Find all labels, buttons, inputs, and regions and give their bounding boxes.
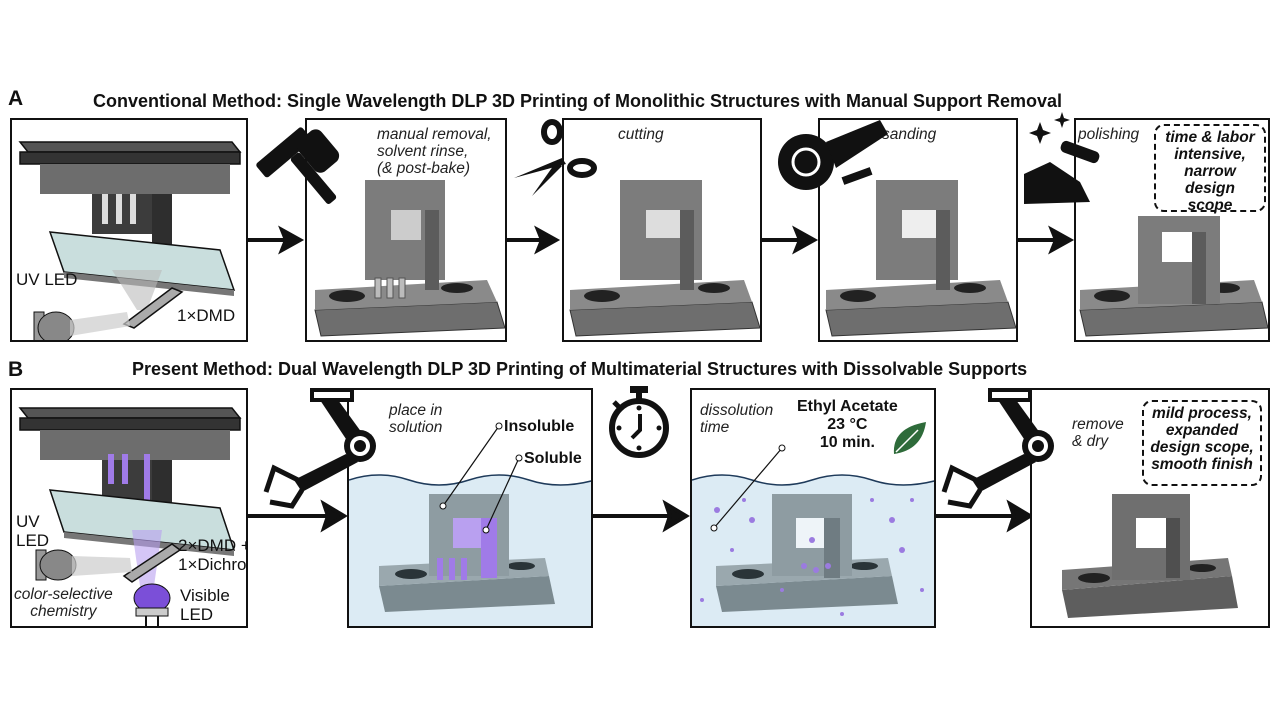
- panel-b-title: Present Method: Dual Wavelength DLP 3D P…: [132, 359, 1028, 379]
- caption-line: solution: [389, 419, 443, 436]
- duration-label: 10 min.: [819, 434, 875, 451]
- summary-line: time & labor: [1165, 129, 1255, 146]
- part-final: [1062, 494, 1238, 618]
- part-polished: [1079, 216, 1268, 337]
- optics-label: 2×DMD + 1×Dichroic: [178, 536, 248, 574]
- dissolved-particles: [700, 498, 924, 616]
- label-line: LED: [16, 531, 50, 550]
- printer-box-single-wavelength: UV LED 1×DMD: [10, 118, 248, 342]
- uv-led-label: UV LED: [16, 270, 78, 289]
- sander-icon: [778, 120, 888, 190]
- summary-note-conventional: time & labor intensive, narrow design sc…: [1154, 124, 1266, 214]
- label-line: Visible: [180, 586, 230, 605]
- summary-line: design scope,: [1150, 439, 1254, 456]
- summary-line: narrow: [1184, 163, 1236, 180]
- caption-line: solvent rinse,: [377, 143, 469, 160]
- caption-line: (& post-bake): [377, 160, 471, 177]
- shoe-brush-icon: [1024, 112, 1100, 204]
- temperature-label: 23 °C: [827, 416, 868, 433]
- dmd-label: 1×DMD: [177, 306, 236, 325]
- label-line: chemistry: [30, 603, 97, 620]
- step-box-cutting: cutting: [562, 118, 762, 342]
- stopwatch-icon: [609, 386, 669, 458]
- visible-led-label: Visible LED: [180, 586, 230, 624]
- step-caption-place-in-solution: place in solution: [389, 402, 442, 436]
- caption-line: manual removal,: [377, 126, 492, 143]
- summary-line: mild process,: [1152, 405, 1252, 422]
- caption-line: place in: [389, 402, 443, 419]
- sparkle-icon: [1054, 112, 1070, 128]
- insoluble-label: Insoluble: [504, 418, 575, 435]
- part-dissolving: [692, 444, 934, 626]
- summary-line: intensive,: [1174, 146, 1246, 163]
- summary-note-present: mild process, expanded design scope, smo…: [1142, 400, 1262, 486]
- robot-arm-icon: [263, 388, 376, 509]
- uv-led-label: UV LED: [16, 512, 49, 550]
- part-sanded: [825, 180, 1016, 337]
- step-caption-dissolution-time: dissolution time: [700, 402, 773, 436]
- caption-line: dissolution: [700, 402, 774, 419]
- panel-a-letter: A: [8, 87, 24, 110]
- part-cut: [569, 180, 760, 337]
- part-with-supports: [314, 180, 505, 337]
- hammer-hand-icon: [256, 127, 340, 204]
- caption-line: time: [700, 419, 730, 436]
- sparkle-icon: [1029, 122, 1051, 144]
- step-box-dissolution: dissolution time Ethyl Acetate 23 °C 10 …: [690, 388, 936, 628]
- label-line: 1×Dichroic: [178, 555, 247, 574]
- step-caption-remove-and-dry: remove & dry: [1072, 416, 1124, 450]
- scissors-icon: [514, 119, 597, 196]
- label-line: LED: [180, 605, 214, 624]
- printer-box-dual-wavelength: UV LED 2×DMD + 1×Dichroic color-selectiv…: [10, 388, 248, 628]
- dlp-printer-illustration: [18, 141, 242, 340]
- solvent-label: Ethyl Acetate: [797, 398, 898, 415]
- step-box-sanding: sanding: [818, 118, 1018, 342]
- label-line: 2×DMD +: [178, 536, 248, 555]
- dissolution-conditions: Ethyl Acetate 23 °C 10 min.: [797, 398, 898, 452]
- chemistry-label: color-selective chemistry: [14, 586, 113, 620]
- summary-line: expanded: [1165, 422, 1239, 439]
- caption-line: & dry: [1072, 433, 1109, 450]
- label-line: UV: [16, 512, 40, 531]
- soluble-label: Soluble: [524, 450, 582, 467]
- caption-line: remove: [1072, 416, 1124, 433]
- step-caption-sanding: sanding: [882, 126, 937, 143]
- summary-line: design scope: [1185, 180, 1235, 214]
- step-box-place-in-solution: place in solution Insoluble Soluble: [347, 388, 593, 628]
- step-caption-manual-removal: manual removal, solvent rinse, (& post-b…: [377, 126, 492, 177]
- summary-line: smooth finish: [1151, 456, 1253, 473]
- step-caption-polishing: polishing: [1078, 126, 1140, 143]
- leaf-icon: [893, 422, 926, 454]
- panel-a-title: Conventional Method: Single Wavelength D…: [93, 91, 1063, 111]
- robot-arm-icon: [941, 388, 1054, 509]
- part-in-solution: [349, 422, 591, 626]
- label-line: color-selective: [14, 586, 113, 603]
- dual-dlp-printer-illustration: [18, 407, 242, 626]
- panel-b-letter: B: [8, 358, 24, 381]
- step-caption-cutting: cutting: [618, 126, 664, 143]
